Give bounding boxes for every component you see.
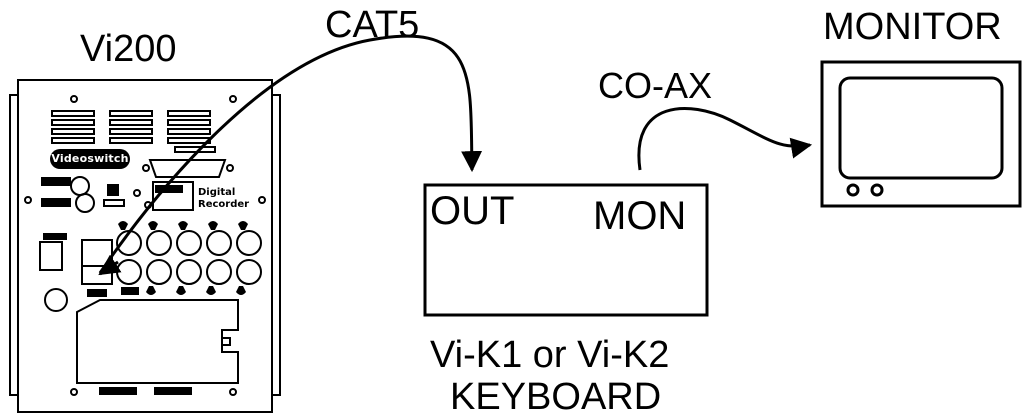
screw-icon bbox=[229, 95, 237, 103]
screw-icon bbox=[258, 196, 266, 204]
keyboard-caption-line1: Vi-K1 or Vi-K2 bbox=[430, 334, 670, 376]
vi200-unit bbox=[9, 79, 281, 413]
keyboard-mon-label: MON bbox=[593, 194, 687, 238]
coax-cable bbox=[637, 107, 813, 171]
cat5-label: CAT5 bbox=[325, 4, 420, 46]
monitor-label: MONITOR bbox=[823, 6, 1002, 48]
port-slot bbox=[41, 177, 71, 186]
coax-label: CO-AX bbox=[598, 65, 713, 106]
rj45-port bbox=[39, 241, 63, 271]
power-jack bbox=[75, 193, 95, 213]
screw-icon bbox=[70, 95, 78, 103]
screw-icon bbox=[24, 196, 32, 204]
db25-connector bbox=[148, 159, 227, 178]
vent-slots bbox=[51, 110, 216, 153]
brand-logo: Videoswitch bbox=[50, 149, 130, 169]
screw-icon bbox=[229, 388, 237, 396]
cat5-cable bbox=[98, 34, 483, 274]
module-label-line2: Recorder bbox=[198, 199, 250, 210]
cover-plate bbox=[76, 299, 239, 384]
vi200-right-flange bbox=[272, 94, 281, 396]
keyboard-box bbox=[423, 183, 709, 317]
port-slot bbox=[41, 198, 71, 207]
monitor-icon bbox=[820, 60, 1022, 208]
keyboard-caption-line2: KEYBOARD bbox=[450, 376, 662, 418]
digital-recorder-module bbox=[152, 181, 194, 211]
vi200-label: Vi200 bbox=[80, 28, 177, 70]
keyboard-out-label: OUT bbox=[430, 189, 515, 233]
screw-icon bbox=[70, 388, 78, 396]
module-label-line1: Digital bbox=[198, 187, 236, 198]
bnc-connector-icon bbox=[44, 288, 68, 312]
cat5-cable-end bbox=[98, 254, 122, 276]
vi200-left-flange bbox=[9, 94, 18, 396]
